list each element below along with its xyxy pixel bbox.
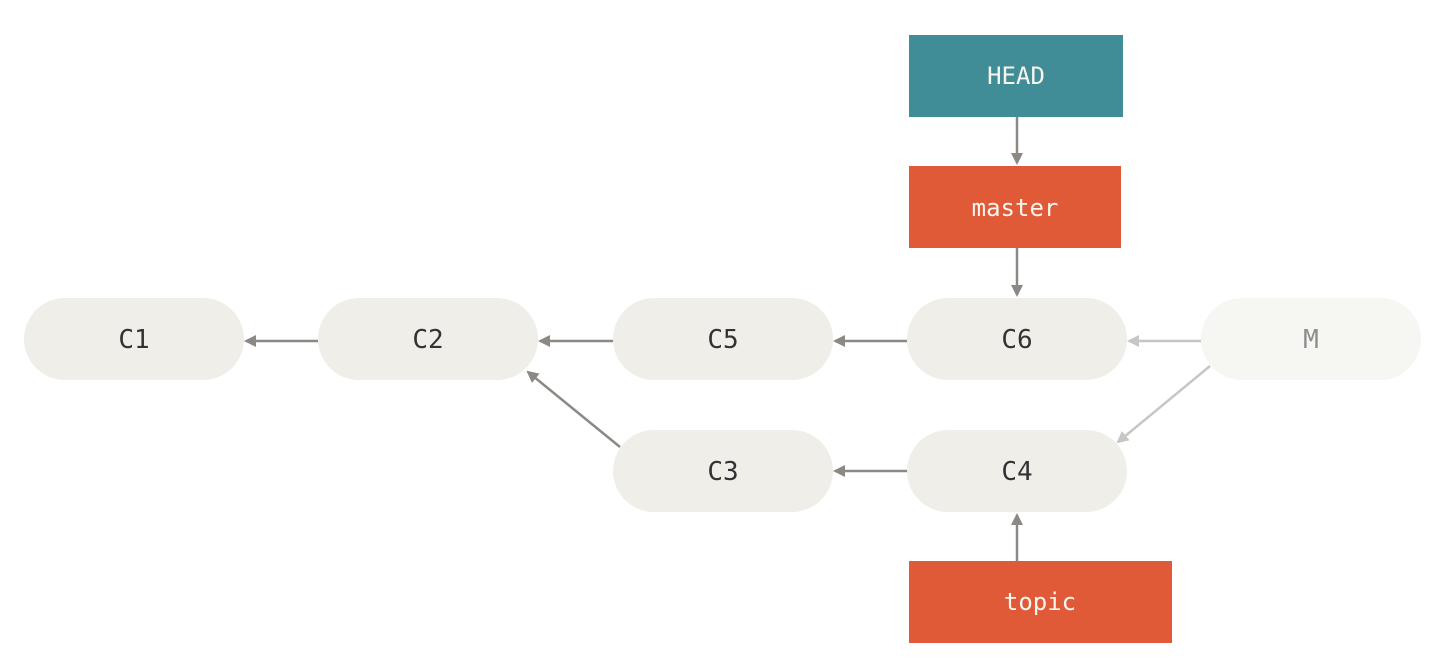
commit-label: C3: [707, 457, 738, 487]
ref-label: master: [972, 194, 1059, 222]
ref-head[interactable]: HEAD: [909, 35, 1123, 117]
commit-label: C5: [707, 325, 738, 355]
ref-label: HEAD: [987, 62, 1045, 90]
commit-c1[interactable]: C1: [24, 298, 244, 380]
commit-label: C6: [1001, 325, 1032, 355]
commit-c3[interactable]: C3: [613, 430, 833, 512]
edge-m-c4: [1116, 365, 1211, 444]
ref-label: topic: [1004, 588, 1076, 616]
edge-c3-c2: [526, 370, 621, 448]
commit-c2[interactable]: C2: [318, 298, 538, 380]
commit-label: C2: [412, 325, 443, 355]
ref-master[interactable]: master: [909, 166, 1121, 248]
commit-c5[interactable]: C5: [613, 298, 833, 380]
commit-c4[interactable]: C4: [907, 430, 1127, 512]
edges-layer: [244, 117, 1211, 561]
commit-label: M: [1303, 325, 1319, 355]
commit-c6[interactable]: C6: [907, 298, 1127, 380]
ref-topic[interactable]: topic: [909, 561, 1172, 643]
commit-label: C4: [1001, 457, 1032, 487]
commit-m[interactable]: M: [1201, 298, 1421, 380]
commit-label: C1: [118, 325, 149, 355]
